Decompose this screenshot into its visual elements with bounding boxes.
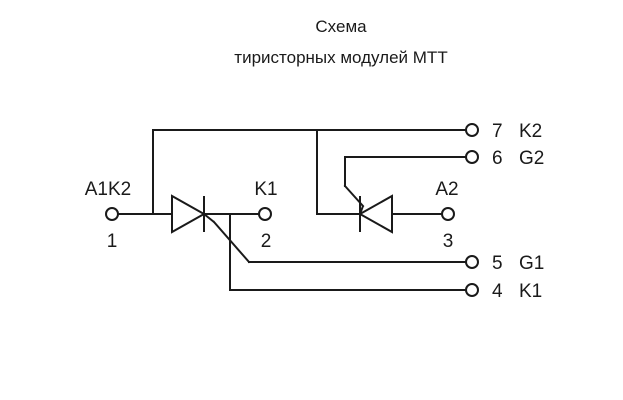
terminal-3-name: A2 [435, 179, 458, 200]
terminal-4-name: K1 [519, 281, 542, 302]
terminal-2-name: K1 [254, 179, 277, 200]
terminal-5-circle[interactable] [465, 255, 479, 269]
terminal-2-number: 2 [261, 231, 272, 252]
thyristor-2-triangle [357, 194, 393, 234]
diagram-title-line-1: Схема [315, 17, 367, 36]
terminal-4-number: 4 [492, 281, 503, 302]
diagram-title-line-2: тиристорных модулей МТТ [234, 48, 447, 67]
thyristor-1-triangle [171, 194, 207, 234]
thyristor-1-gate [203, 213, 215, 223]
terminal-6-circle[interactable] [465, 150, 479, 164]
terminal-5-name: G1 [519, 253, 544, 274]
terminal-3-circle[interactable] [441, 207, 455, 221]
thyristor-2-gate [359, 205, 364, 215]
terminal-7-number: 7 [492, 121, 503, 142]
terminal-4-circle[interactable] [465, 283, 479, 297]
terminal-1-name: A1K2 [85, 179, 131, 200]
terminal-6-number: 6 [492, 148, 503, 169]
terminal-3-number: 3 [443, 231, 454, 252]
terminal-1-number: 1 [107, 231, 118, 252]
thyristor-1-symbol [171, 194, 215, 234]
terminal-5-number: 5 [492, 253, 503, 274]
terminal-7-name: K2 [519, 121, 542, 142]
terminal-6-name: G2 [519, 148, 544, 169]
terminal-2-circle[interactable] [258, 207, 272, 221]
terminal-7-circle[interactable] [465, 123, 479, 137]
wiring [117, 129, 467, 291]
thyristor-2-symbol [357, 194, 393, 234]
terminal-1-circle[interactable] [105, 207, 119, 221]
wire-gate-1-diagonal [212, 220, 251, 264]
terminals [105, 123, 479, 297]
